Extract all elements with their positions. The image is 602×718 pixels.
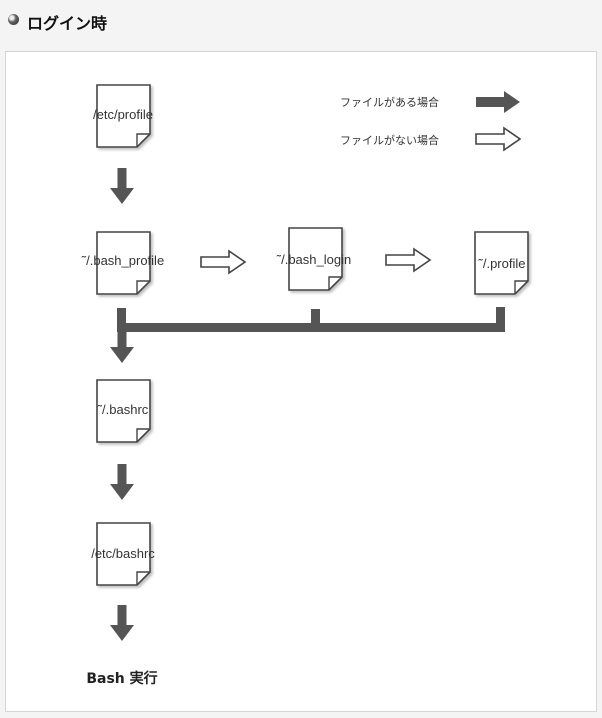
node-profile-label: ˜/.profile — [478, 256, 526, 271]
node-bash-profile-label: ˜/.bash_profile — [81, 253, 164, 268]
arrow-down-1 — [110, 168, 134, 204]
arrow-down-2 — [110, 464, 134, 500]
legend-file-exists-label: ファイルがある場合 — [340, 95, 439, 109]
section-title: ログイン時 — [27, 16, 108, 33]
node-etc-profile: /etc/profile — [93, 85, 153, 147]
merge-connector — [110, 307, 505, 363]
bash-execute-label: Bash 実行 — [86, 670, 157, 687]
bullet-disc-icon — [8, 14, 19, 25]
arrow-right-hollow-2 — [385, 248, 431, 272]
arrow-down-merge — [110, 327, 134, 363]
node-bashrc-label: ˜/.bashrc — [97, 402, 149, 417]
legend-file-missing-label: ファイルがない場合 — [340, 133, 439, 147]
node-bash-profile: ˜/.bash_profile — [81, 232, 164, 294]
node-etc-bashrc: /etc/bashrc — [91, 523, 155, 585]
node-etc-bashrc-label: /etc/bashrc — [91, 546, 155, 561]
node-bash-login: ˜/.bash_login — [276, 228, 351, 290]
section-header: ログイン時 — [0, 0, 602, 44]
node-bash-login-label: ˜/.bash_login — [276, 252, 351, 267]
arrow-right-hollow-1 — [200, 250, 246, 274]
solid-arrow-icon — [476, 91, 520, 113]
legend: ファイルがある場合 ファイルがない場合 — [340, 91, 521, 151]
arrow-down-3 — [110, 605, 134, 641]
hollow-arrow-icon — [475, 127, 521, 151]
node-profile: ˜/.profile — [475, 232, 528, 294]
node-etc-profile-label: /etc/profile — [93, 107, 153, 122]
node-bashrc: ˜/.bashrc — [97, 380, 150, 442]
